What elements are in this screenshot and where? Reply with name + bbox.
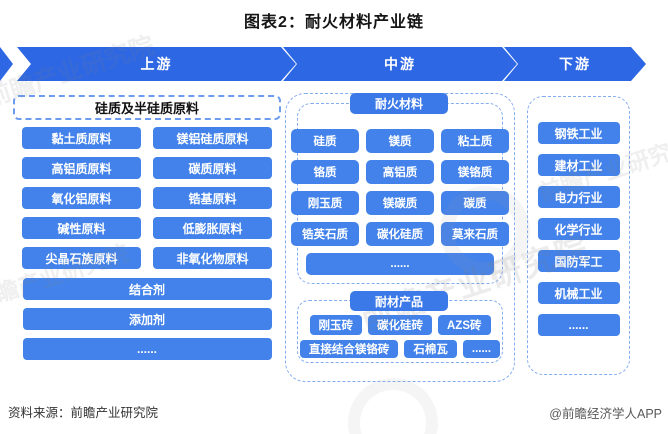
downstream-item: 建材工业 (537, 154, 620, 176)
arrow-tail-decoration (0, 47, 13, 81)
upstream-item: 高铝质原料 (22, 157, 141, 179)
product-item: 直接结合镁铬砖 (299, 340, 399, 358)
product-item-ellipsis: ...... (462, 340, 501, 358)
stage-arrow-downstream: 下游 (504, 47, 646, 81)
upstream-item: 结合剂 (22, 278, 272, 300)
upstream-grid: 黏土质原料 镁铝硅质原料 高铝质原料 碳质原料 氧化铝原料 锆基原料 碱性原料 … (13, 127, 281, 269)
upstream-item: 添加剂 (22, 308, 272, 330)
products-row: 直接结合镁铬砖 石棉瓦 ...... (299, 340, 501, 358)
upstream-item: 非氧化物原料 (153, 247, 272, 269)
product-item: 石棉瓦 (404, 340, 457, 358)
materials-row: 锆英石质 碳化硅质 莫来石质 (291, 222, 509, 246)
stage-arrow-midstream: 中游 (283, 47, 517, 81)
downstream-item: 化学行业 (537, 218, 620, 240)
materials-row: ...... (306, 253, 494, 275)
upstream-header: 硅质及半硅质原料 (13, 95, 281, 120)
material-item: 碳质 (441, 191, 509, 215)
material-item: 镁质 (366, 129, 434, 153)
source-note: 资料来源：前瞻产业研究院 (8, 406, 159, 420)
product-item: 碳化硅砖 (368, 315, 432, 335)
upstream-item: 碳质原料 (153, 157, 272, 179)
downstream-panel: 钢铁工业 建材工业 电力行业 化学行业 国防军工 机械工业 ...... (527, 96, 630, 375)
downstream-item: 机械工业 (537, 282, 620, 304)
material-item: 刚玉质 (291, 191, 359, 215)
material-item: 粘土质 (441, 129, 509, 153)
materials-container: 硅质 镁质 粘土质 铬质 高铝质 镁铬质 刚玉质 镁碳质 碳质 锆英石质 碳化硅… (291, 103, 509, 284)
products-row: 刚玉砖 碳化硅砖 AZS砖 (309, 315, 491, 335)
products-header: 耐材产品 (350, 291, 448, 311)
upstream-item: 低膨胀原料 (153, 217, 272, 239)
upstream-item: 尖晶石族原料 (22, 247, 141, 269)
stage-label-downstream: 下游 (559, 56, 591, 72)
downstream-item: 钢铁工业 (537, 122, 620, 144)
upstream-panel: 硅质及半硅质原料 黏土质原料 镁铝硅质原料 高铝质原料 碳质原料 氧化铝原料 锆… (13, 95, 281, 360)
product-item: AZS砖 (438, 315, 491, 335)
material-item: 硅质 (291, 129, 359, 153)
downstream-item: 国防军工 (537, 250, 620, 272)
materials-row: 铬质 高铝质 镁铬质 (291, 160, 509, 184)
upstream-item: 黏土质原料 (22, 127, 141, 149)
upstream-item-ellipsis: ...... (22, 338, 272, 360)
upstream-item: 氧化铝原料 (22, 187, 141, 209)
product-item: 刚玉砖 (309, 315, 362, 335)
material-item: 碳化硅质 (366, 222, 434, 246)
credit-note: @前瞻经济学人APP (549, 407, 662, 421)
materials-header: 耐火材料 (350, 93, 448, 114)
stage-header-row: 上游 中游 下游 (0, 47, 668, 81)
watermark-logo (348, 378, 438, 434)
upstream-item: 碱性原料 (22, 217, 141, 239)
material-item: 锆英石质 (291, 222, 359, 246)
material-item-ellipsis: ...... (306, 253, 494, 275)
chart-title: 图表2：耐火材料产业链 (244, 14, 424, 31)
material-item: 镁碳质 (366, 191, 434, 215)
downstream-item: 电力行业 (537, 186, 620, 208)
stage-arrow-upstream: 上游 (17, 47, 296, 81)
material-item: 铬质 (291, 160, 359, 184)
materials-row: 刚玉质 镁碳质 碳质 (291, 191, 509, 215)
material-item: 镁铬质 (441, 160, 509, 184)
upstream-wide-list: 结合剂 添加剂 ...... (13, 278, 281, 360)
material-item: 莫来石质 (441, 222, 509, 246)
materials-row: 硅质 镁质 粘土质 (291, 129, 509, 153)
stage-label-midstream: 中游 (384, 56, 416, 72)
upstream-item: 锆基原料 (153, 187, 272, 209)
material-item: 高铝质 (366, 160, 434, 184)
upstream-item: 镁铝硅质原料 (153, 127, 272, 149)
stage-label-upstream: 上游 (140, 56, 173, 72)
downstream-item-ellipsis: ...... (537, 314, 620, 336)
